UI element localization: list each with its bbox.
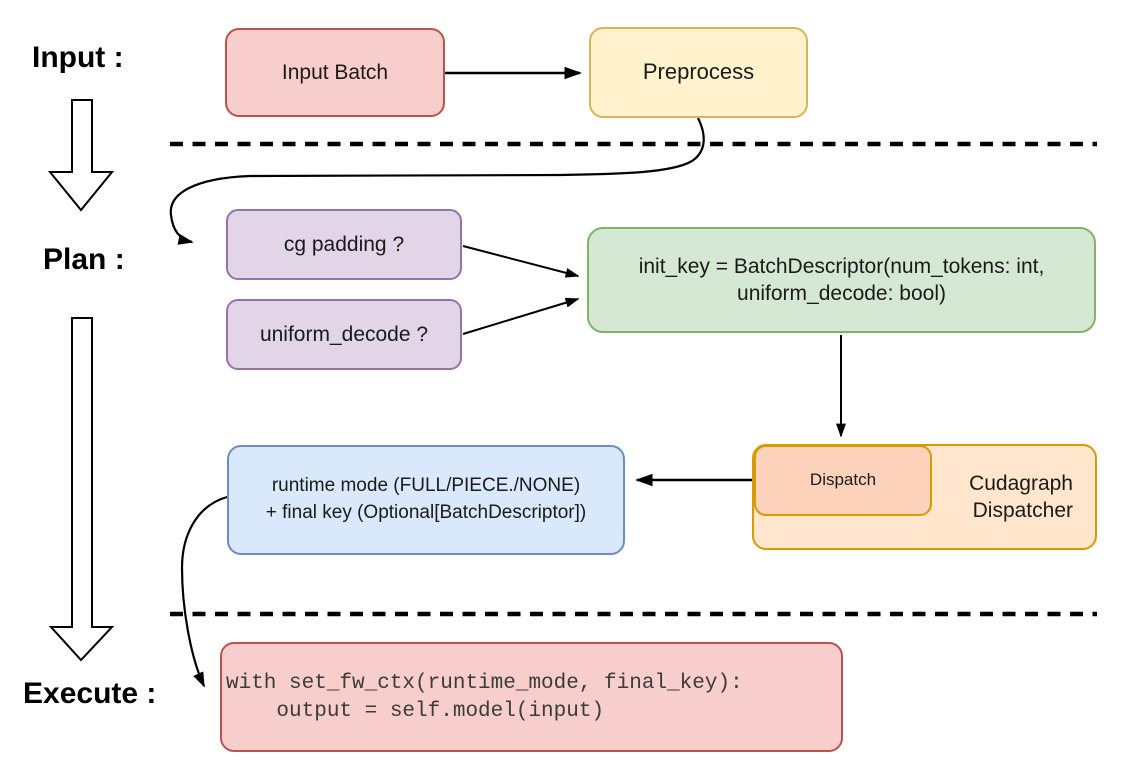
- stage-arrow-plan-to-execute: [48, 317, 115, 662]
- node-dispatch-label: Dispatch: [809, 470, 877, 490]
- node-dispatch: Dispatch: [754, 445, 932, 516]
- stage-label-plan: Plan :: [43, 243, 125, 276]
- node-execute-code-line2: output = self.model(input): [226, 700, 605, 723]
- node-cudagraph-dispatcher-line1: Cudagraph: [969, 471, 1073, 495]
- edge-preprocess-to-cgpadding: [169, 117, 705, 245]
- node-init-key-line2: uniform_decode: bool): [737, 282, 946, 305]
- node-preprocess-label: Preprocess: [642, 59, 755, 85]
- stage-label-execute: Execute :: [23, 677, 157, 710]
- node-input-batch-label: Input Batch: [281, 60, 389, 84]
- node-init-key-line1: init_key = BatchDescriptor(num_tokens: i…: [638, 254, 1045, 278]
- edge-cgpadding-to-initkey: [462, 245, 580, 278]
- stage-arrow-input-to-plan: [47, 99, 115, 212]
- node-runtime-mode: runtime mode (FULL/PIECE./NONE) + final …: [227, 445, 625, 555]
- edge-runtimemode-to-executecode: [180, 495, 228, 688]
- node-uniform-decode: uniform_decode ?: [226, 299, 462, 370]
- stage-label-input: Input :: [32, 41, 124, 74]
- node-execute-code-line1: with set_fw_ctx(runtime_mode, final_key)…: [226, 672, 743, 695]
- node-uniform-decode-label: uniform_decode ?: [259, 322, 429, 346]
- node-init-key: init_key = BatchDescriptor(num_tokens: i…: [587, 227, 1096, 333]
- node-input-batch: Input Batch: [225, 28, 445, 117]
- node-runtime-mode-line2: + final key (Optional[BatchDescriptor]): [265, 502, 587, 523]
- node-cudagraph-dispatcher-line2: Dispatcher: [972, 499, 1073, 522]
- node-preprocess: Preprocess: [589, 27, 808, 118]
- node-runtime-mode-line1: runtime mode (FULL/PIECE./NONE): [271, 475, 581, 497]
- edge-uniformdecode-to-initkey: [462, 297, 580, 335]
- node-cg-padding-label: cg padding ?: [283, 232, 405, 256]
- node-cg-padding: cg padding ?: [226, 209, 462, 280]
- node-execute-code: with set_fw_ctx(runtime_mode, final_key)…: [220, 642, 843, 752]
